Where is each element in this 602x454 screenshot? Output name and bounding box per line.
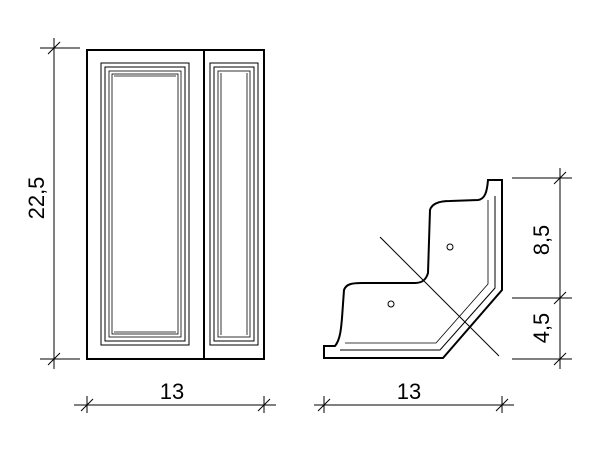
upper-height-label: 8,5 — [529, 225, 554, 256]
profile-outline — [323, 179, 503, 359]
front-outer-frame — [86, 49, 265, 360]
front-width-dimension — [74, 396, 276, 413]
front-view: 22,5 13 — [24, 38, 276, 413]
hole-upper — [446, 243, 454, 251]
lower-height-label: 4,5 — [529, 313, 554, 344]
height-dimension — [40, 38, 80, 369]
height-label: 22,5 — [24, 177, 49, 220]
side-width-label: 13 — [397, 379, 421, 404]
section-line — [379, 236, 500, 357]
front-width-label: 13 — [160, 379, 184, 404]
right-panel — [209, 62, 259, 346]
side-view: 13 8,5 4,5 — [314, 168, 572, 413]
side-width-dimension — [314, 396, 514, 413]
profile-inner-line — [340, 196, 496, 351]
left-panel — [100, 62, 190, 346]
profile-inner-line-2 — [345, 200, 489, 344]
hole-lower — [387, 300, 395, 308]
side-height-dimension — [512, 168, 572, 369]
